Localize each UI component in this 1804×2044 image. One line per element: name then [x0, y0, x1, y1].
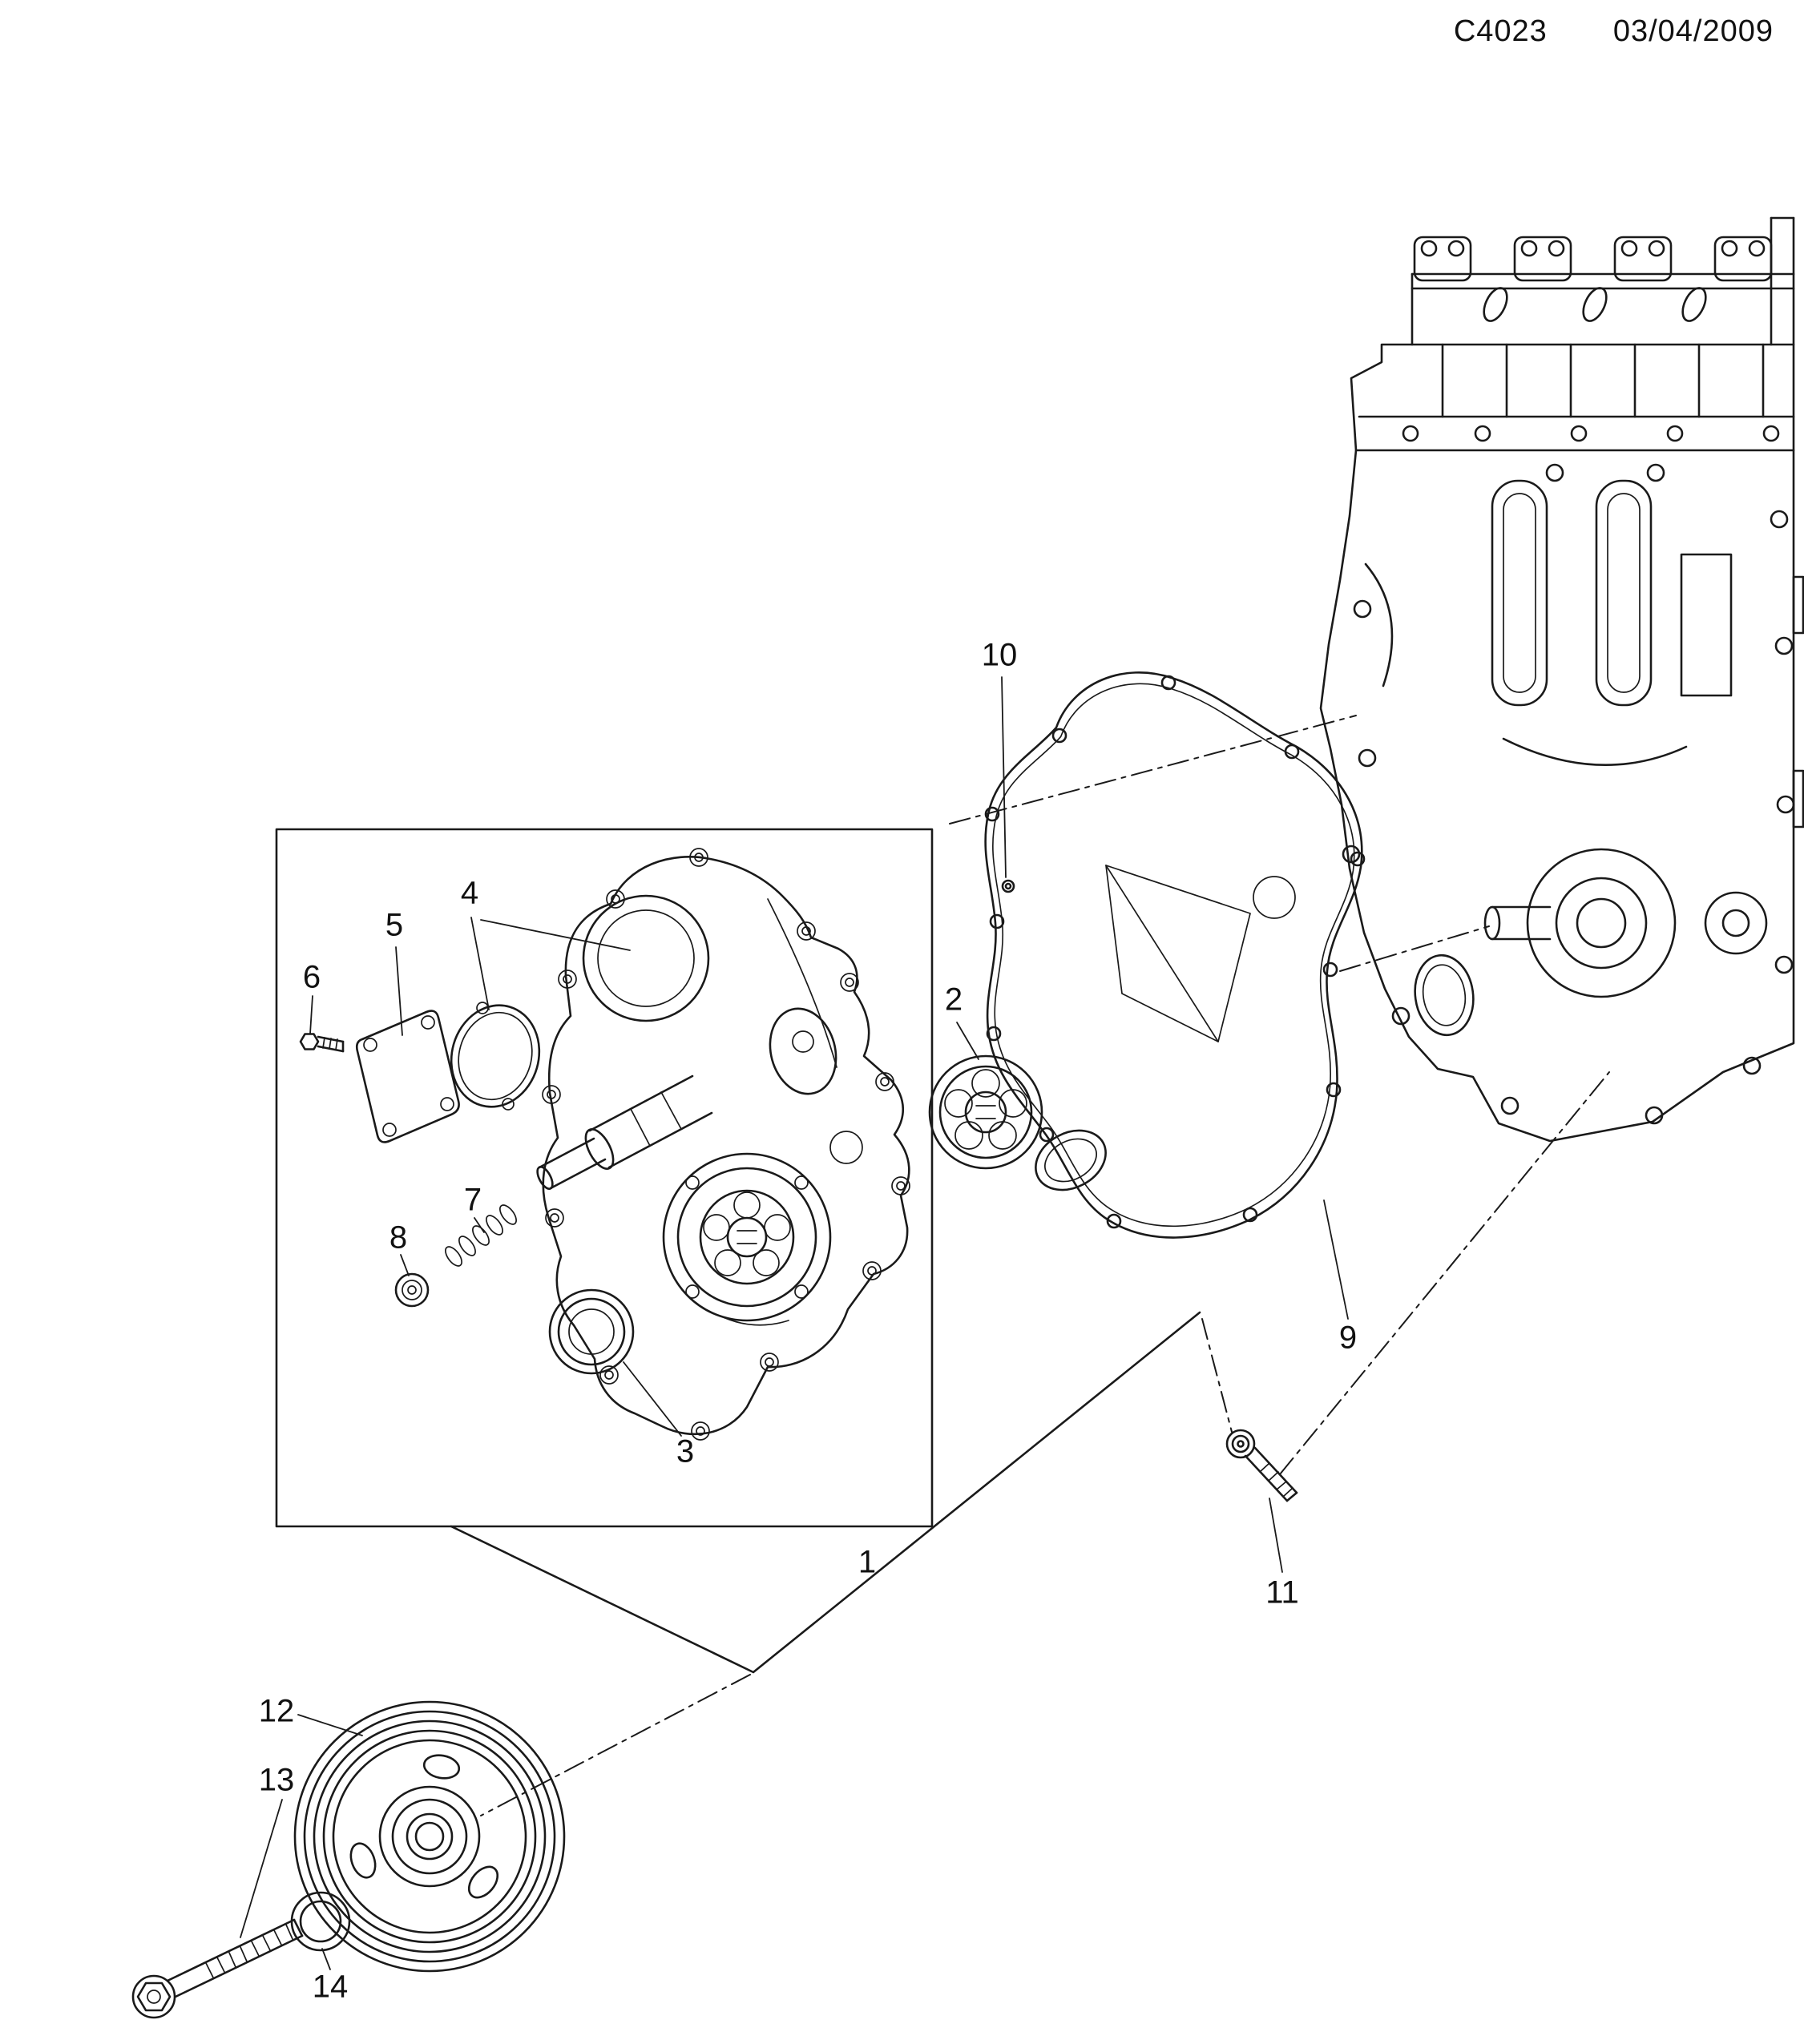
doc-date: 03/04/2009 — [1612, 14, 1774, 48]
leader-lines — [240, 676, 1349, 1970]
callout-9: 9 — [1338, 1320, 1358, 1356]
callout-12: 12 — [258, 1693, 295, 1729]
callout-2: 2 — [944, 982, 963, 1018]
callout-7: 7 — [463, 1182, 482, 1218]
engine-block — [1319, 216, 1804, 1143]
cover-bolt-holes — [542, 848, 910, 1441]
alignment-pin — [1001, 879, 1015, 893]
crankshaft-seal — [548, 1288, 635, 1375]
gasket-screw — [1225, 1429, 1298, 1502]
center-lines — [480, 715, 1610, 1816]
callout-5: 5 — [385, 907, 404, 943]
page-header: C4023 03/04/2009 — [1454, 14, 1774, 49]
oil-pump — [662, 1152, 832, 1322]
doc-code: C4023 — [1453, 14, 1548, 48]
crank-pulley — [293, 1700, 566, 1973]
callout-3: 3 — [676, 1433, 695, 1470]
assembly-box — [275, 828, 1201, 1674]
plate-bolt — [299, 1033, 345, 1053]
callout-8: 8 — [389, 1220, 408, 1256]
callout-11: 11 — [1265, 1574, 1299, 1611]
timing-cover — [536, 848, 910, 1441]
callout-13: 13 — [258, 1762, 295, 1798]
pulley-washer — [290, 1891, 351, 1952]
callout-1: 1 — [858, 1544, 877, 1580]
timing-cover-gasket — [984, 671, 1366, 1239]
oil-pump-rotor — [928, 1054, 1043, 1170]
pulley-bolt — [131, 1918, 304, 2019]
relief-plug — [394, 1272, 430, 1308]
relief-valve-bore — [536, 1074, 713, 1190]
cam-caps — [1413, 236, 1773, 322]
callout-6: 6 — [302, 959, 321, 995]
cover-plate — [355, 1010, 460, 1143]
diagram-art — [131, 216, 1804, 2019]
callout-10: 10 — [981, 637, 1018, 673]
relief-spring — [445, 1204, 517, 1267]
plate-gasket — [450, 1002, 541, 1111]
callout-4: 4 — [460, 875, 479, 911]
crank-bore — [1483, 848, 1677, 998]
callout-14: 14 — [312, 1969, 349, 2005]
